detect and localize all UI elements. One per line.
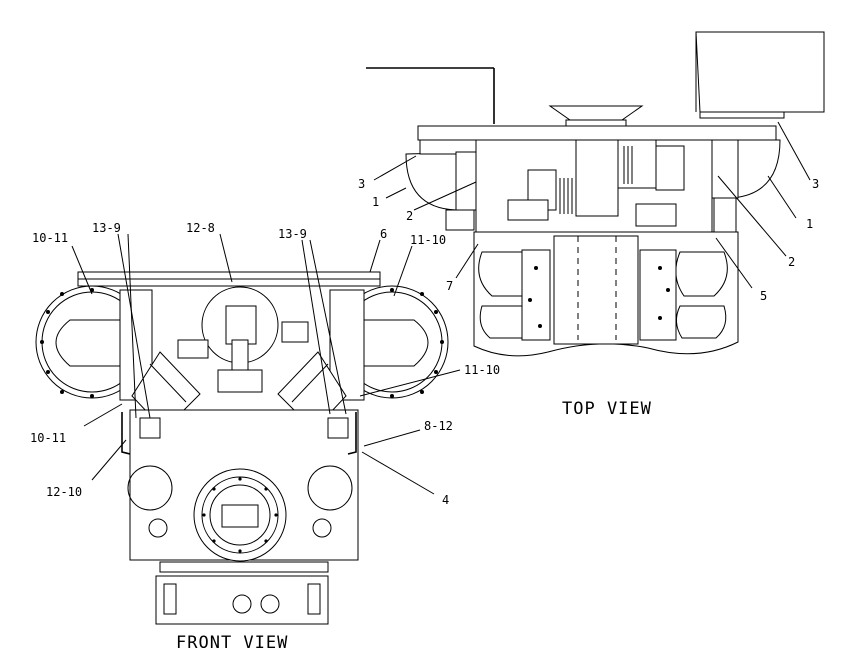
callout-3-right: 3	[812, 177, 819, 191]
callout-12-10: 12-10	[46, 485, 82, 499]
callout-7: 7	[446, 279, 453, 293]
callout-8-12: 8-12	[424, 419, 453, 433]
callout-4: 4	[442, 493, 449, 507]
callout-2-left: 2	[406, 209, 413, 223]
callout-3-left: 3	[358, 177, 365, 191]
callout-2-right: 2	[788, 255, 795, 269]
callout-13-9-left: 13-9	[92, 221, 121, 235]
top-view-title: TOP VIEW	[562, 399, 652, 419]
front-view-labels: 10-11 13-9 12-8 13-9 6 11-10 11-10 10-11…	[30, 221, 500, 507]
callout-10-11-bottom: 10-11	[30, 431, 66, 445]
callout-11-10-right: 11-10	[464, 363, 500, 377]
callout-10-11-top: 10-11	[32, 231, 68, 245]
callout-1-right: 1	[806, 217, 813, 231]
leader-lines	[71, 121, 811, 495]
callout-11-10-top: 11-10	[410, 233, 446, 247]
callout-13-9-right: 13-9	[278, 227, 307, 241]
top-view-labels: 3 1 2 7 3 1 2 5	[358, 177, 819, 303]
callout-5: 5	[760, 289, 767, 303]
callout-1-left: 1	[372, 195, 379, 209]
callout-12-8: 12-8	[186, 221, 215, 235]
callout-6: 6	[380, 227, 387, 241]
top-view-drawing	[366, 31, 825, 357]
front-view-title: FRONT VIEW	[176, 633, 288, 653]
front-view-drawing	[35, 271, 449, 625]
